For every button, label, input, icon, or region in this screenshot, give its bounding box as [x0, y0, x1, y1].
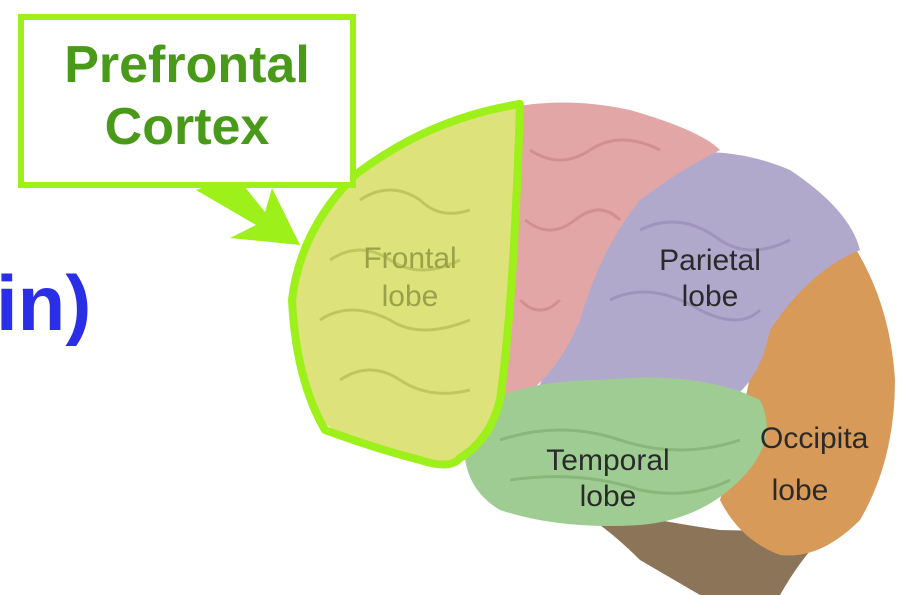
temporal-lobe-label-line1: Temporal — [546, 444, 669, 477]
parietal-lobe-label-line2: lobe — [682, 280, 739, 313]
callout-line2: Cortex — [24, 96, 350, 158]
frontal-lobe-label-line1: Frontal — [363, 242, 456, 275]
prefrontal-callout-box: Prefrontal Cortex — [18, 14, 356, 188]
temporal-lobe-label-line2: lobe — [580, 480, 637, 513]
occipital-lobe-label-line2: lobe — [772, 474, 829, 507]
partial-title-text: in) — [0, 258, 91, 349]
frontal-lobe-label-line2: lobe — [382, 280, 439, 313]
callout-line1: Prefrontal — [24, 34, 350, 96]
prefrontal-callout-text: Prefrontal Cortex — [24, 34, 350, 158]
occipital-lobe-label-line1: Occipita — [760, 422, 869, 455]
parietal-lobe-label-line1: Parietal — [659, 244, 761, 277]
